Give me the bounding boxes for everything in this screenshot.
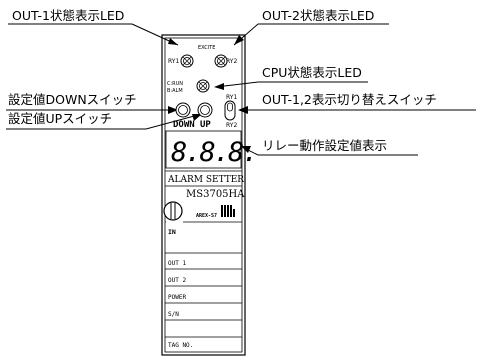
out1-led-callout: OUT-1状態表示LED	[12, 8, 124, 23]
brand-label: AREX-S7	[196, 213, 217, 219]
toggle-ry1-label: RY1	[226, 94, 237, 101]
relay-display-callout: リレー動作設定値表示	[262, 138, 387, 153]
out2-led	[214, 54, 228, 68]
out-switch-callout: OUT-1,2表示切り替えスイッチ	[262, 92, 437, 107]
cpu-led-label-2: B:ALM	[167, 88, 183, 94]
down-label: DOWN	[173, 120, 195, 130]
toggle-ry2-label: RY2	[226, 122, 237, 129]
cpu-led-label-1: C:RUN	[167, 81, 183, 87]
device-inner-outline	[164, 37, 243, 353]
out2-led-callout: OUT-2状態表示LED	[262, 8, 374, 23]
up-switch-callout: 設定値UPスイッチ	[8, 111, 112, 126]
field-serial: S/N	[168, 311, 179, 318]
model-number: MS3705HA	[186, 189, 245, 200]
field-in: IN	[168, 228, 176, 236]
product-name: ALARM SETTER	[167, 175, 244, 185]
out-select-toggle-switch[interactable]	[224, 100, 236, 121]
cpu-led-callout: CPU状態表示LED	[262, 65, 362, 80]
field-tag-no: TAG NO.	[168, 342, 193, 349]
mounting-screw-icon	[163, 201, 183, 221]
display-frame	[165, 130, 242, 169]
field-out2: OUT 2	[168, 277, 186, 284]
out1-led	[180, 54, 194, 68]
field-power: POWER	[168, 294, 186, 301]
cpu-led	[196, 79, 210, 93]
field-out1: OUT 1	[168, 260, 186, 267]
down-button[interactable]	[175, 102, 191, 118]
down-switch-callout: 設定値DOWNスイッチ	[8, 92, 137, 107]
device-outline	[161, 34, 246, 356]
ry1-top-label: RY1	[168, 58, 179, 65]
up-label: UP	[200, 120, 211, 130]
ry2-top-label: RY2	[226, 58, 237, 65]
brand-logo-icon	[221, 205, 235, 217]
up-button[interactable]	[197, 102, 213, 118]
field-rows	[165, 252, 242, 338]
relay-setting-display: 8.8.8.	[171, 137, 257, 168]
excite-label: EXCITE	[198, 45, 215, 51]
